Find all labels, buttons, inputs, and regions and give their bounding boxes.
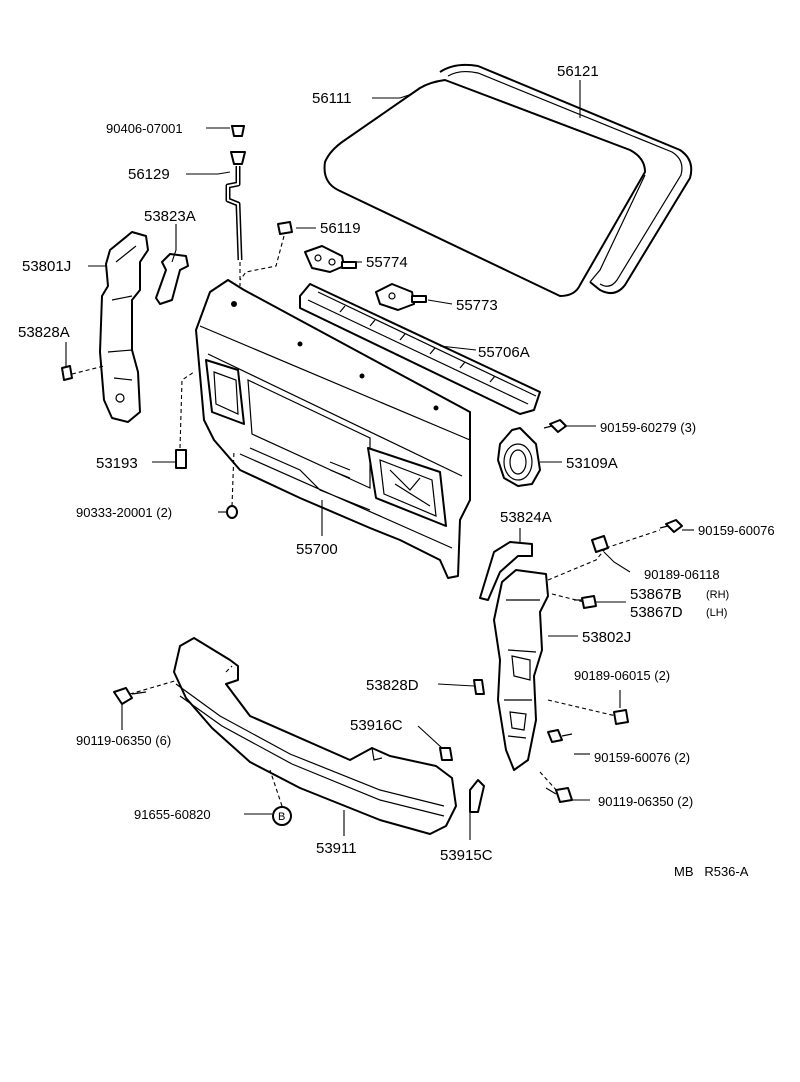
screw-90159-60076 bbox=[659, 519, 683, 533]
label-90159-60076: 90159-60076 bbox=[698, 523, 775, 538]
label-90189-06118: 90189-06118 bbox=[644, 567, 720, 582]
label-90159-60279: 90159-60279 (3) bbox=[600, 420, 696, 435]
marker-91655 bbox=[272, 806, 292, 826]
label-53911: 53911 bbox=[316, 840, 357, 857]
label-53916C: 53916C bbox=[350, 717, 403, 734]
clip-90189-06118 bbox=[591, 535, 609, 553]
hose-56129 bbox=[225, 151, 246, 261]
label-56129: 56129 bbox=[128, 166, 170, 183]
label-55773: 55773 bbox=[456, 297, 498, 314]
label-91655-60820: 91655-60820 bbox=[134, 807, 211, 822]
label-56121: 56121 bbox=[557, 63, 599, 80]
label-90189-06015: 90189-06015 (2) bbox=[574, 668, 670, 683]
nut-53867 bbox=[574, 595, 597, 609]
label-53828A: 53828A bbox=[18, 324, 70, 341]
emblem-bracket-53109A bbox=[497, 427, 541, 487]
label-90119-06350-6: 90119-06350 (6) bbox=[76, 733, 171, 748]
clip-53828D bbox=[473, 679, 485, 695]
grommet-90333 bbox=[226, 505, 238, 519]
clip-56119 bbox=[277, 221, 293, 235]
clip-53828A bbox=[61, 365, 73, 381]
side-panel-53802J bbox=[493, 569, 549, 771]
label-53824A: 53824A bbox=[500, 509, 552, 526]
label-55706A: 55706A bbox=[478, 344, 530, 361]
cowl-panel-55706A bbox=[299, 283, 541, 415]
bracket-53824A bbox=[479, 541, 533, 601]
label-53823A: 53823A bbox=[144, 208, 196, 225]
label-53867B: 53867B bbox=[630, 586, 682, 603]
clip-90189-06015 bbox=[613, 709, 629, 725]
leader-lines bbox=[65, 80, 694, 840]
label-56119: 56119 bbox=[320, 220, 361, 237]
label-56111: 56111 bbox=[312, 90, 352, 107]
label-53801J: 53801J bbox=[22, 258, 71, 275]
bolt-90119-06350-2 bbox=[545, 787, 573, 803]
label-53867D-side: (LH) bbox=[706, 607, 727, 619]
marker-b-letter: B bbox=[278, 811, 285, 823]
label-53867D: 53867D bbox=[630, 604, 683, 621]
clip-53193 bbox=[175, 449, 187, 469]
bracket-55774 bbox=[304, 245, 357, 273]
bracket-53823A bbox=[155, 253, 189, 305]
label-90159-60076-2: 90159-60076 (2) bbox=[594, 750, 690, 765]
windshield-glass bbox=[323, 79, 646, 297]
label-90406-07001: 90406-07001 bbox=[106, 121, 183, 136]
label-53828D: 53828D bbox=[366, 677, 419, 694]
bracket-55773 bbox=[375, 283, 427, 311]
label-90119-06350-2: 90119-06350 (2) bbox=[598, 794, 693, 809]
clip-90406 bbox=[231, 125, 245, 137]
front-panel-55700 bbox=[195, 279, 471, 579]
bumper-53911 bbox=[173, 637, 457, 835]
label-53867B-side: (RH) bbox=[706, 589, 729, 601]
label-53109A: 53109A bbox=[566, 455, 618, 472]
label-53193: 53193 bbox=[96, 455, 138, 472]
bolt-90119-06350-6 bbox=[113, 687, 147, 705]
label-55700: 55700 bbox=[296, 541, 338, 558]
nut-53916C bbox=[439, 747, 453, 761]
label-90333-20001: 90333-20001 (2) bbox=[76, 505, 172, 520]
side-panel-53801J bbox=[99, 231, 149, 423]
screw-90159-60279 bbox=[543, 419, 567, 433]
label-55774: 55774 bbox=[366, 254, 408, 271]
label-53802J: 53802J bbox=[582, 629, 631, 646]
reference-code: MB R536-A bbox=[674, 864, 749, 879]
windshield-weatherstrip bbox=[439, 63, 693, 295]
label-53915C: 53915C bbox=[440, 847, 493, 864]
bracket-53915C bbox=[469, 779, 485, 813]
screw-90159-60076-2 bbox=[547, 729, 573, 743]
